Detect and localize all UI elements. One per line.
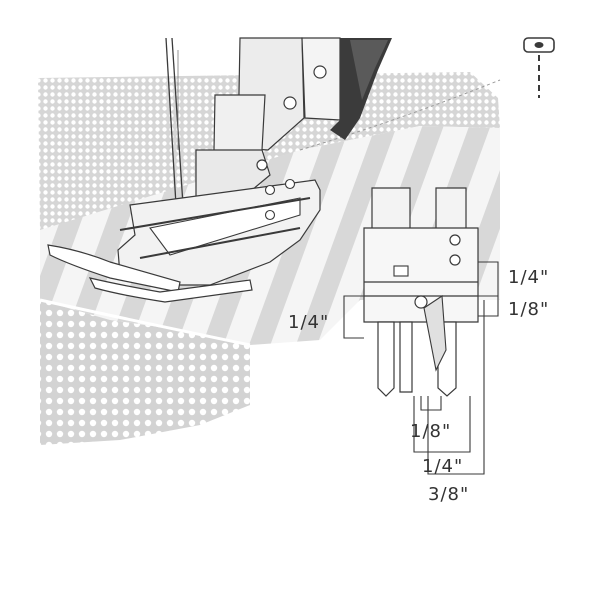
presser-foot bbox=[47, 94, 321, 303]
fabric-fold-edge bbox=[39, 298, 251, 347]
measurement-bottom-large: 3/8" bbox=[428, 484, 469, 505]
measurement-bottom-small: 1/8" bbox=[410, 421, 451, 442]
measurement-right-lower: 1/8" bbox=[508, 299, 549, 320]
foot-detail bbox=[363, 187, 479, 397]
straight-stitch-needle-plate-icon bbox=[523, 37, 555, 98]
fabric-bottom-layer bbox=[40, 300, 250, 445]
fabric-top-layer bbox=[38, 72, 500, 230]
measurement-left-guide: 1/4" bbox=[288, 312, 329, 333]
measurement-bottom-mid: 1/4" bbox=[422, 456, 463, 477]
dimension-lines bbox=[343, 261, 499, 475]
measurement-right-upper: 1/4" bbox=[508, 267, 549, 288]
fabric-top-edge bbox=[299, 79, 501, 151]
needle bbox=[165, 37, 184, 206]
